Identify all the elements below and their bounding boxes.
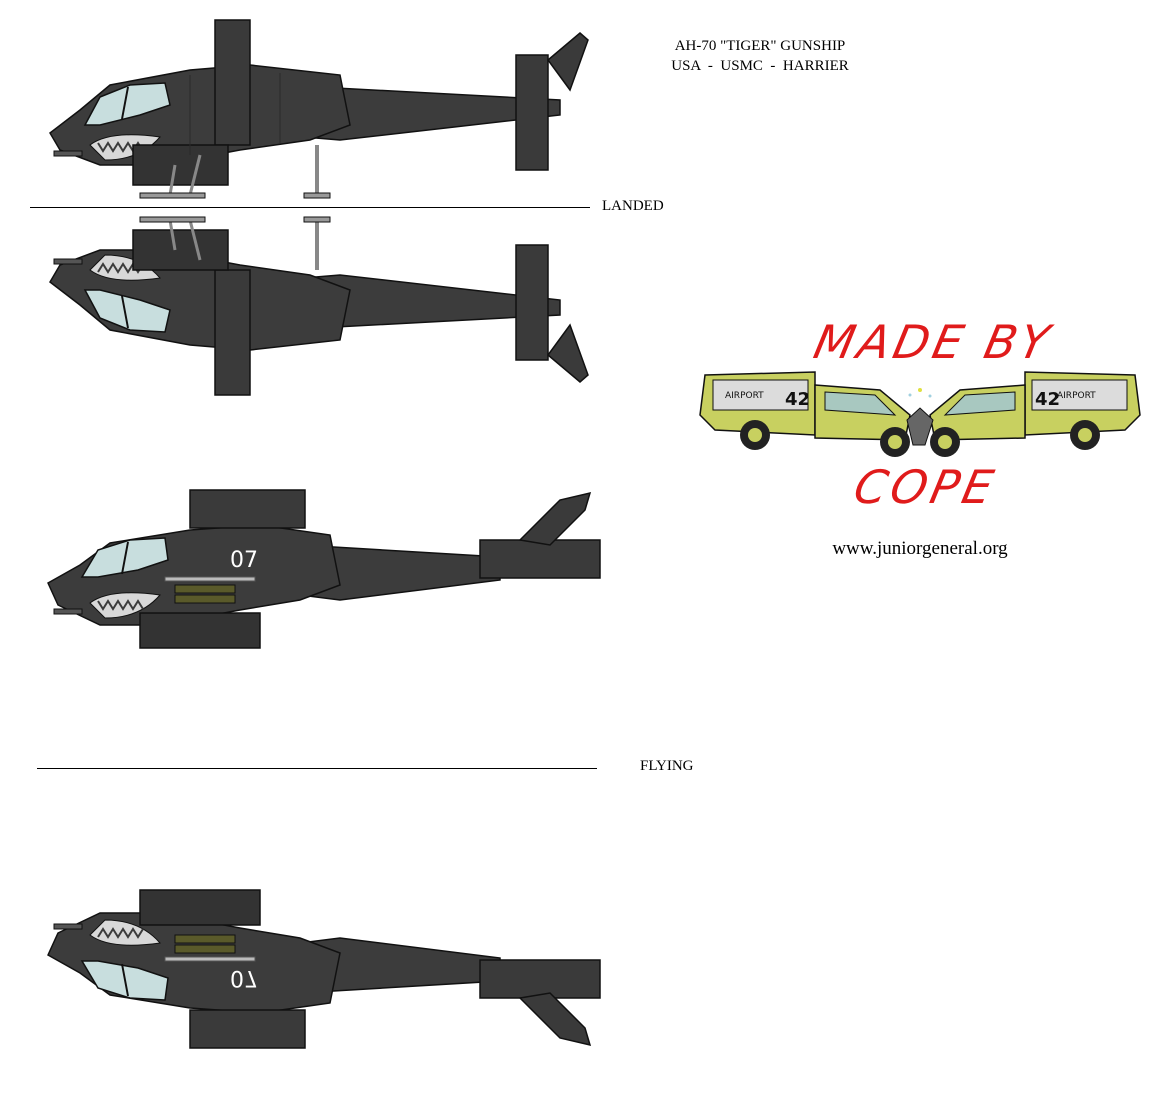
landed-label: LANDED	[602, 198, 664, 214]
crashed-trucks-illustration: AIRPORT 42 AIRPORT 42	[699, 371, 1141, 457]
tail-number: 07	[230, 965, 258, 990]
helicopter-body	[49, 216, 589, 396]
helicopter-body: 07	[47, 889, 601, 1049]
title-line-2: USA - USMC - HARRIER	[671, 58, 849, 74]
helicopter-body	[49, 19, 589, 199]
left-truck-label: AIRPORT	[725, 391, 764, 401]
title-line-1: AH-70 "TIGER" GUNSHIP	[674, 38, 846, 54]
credit-logo: MADE BY AIRPORT 42 AIRPORT 42 COPE	[695, 315, 1145, 515]
helicopter-landed-mirrored	[49, 216, 589, 396]
helicopter-landed-upright	[49, 19, 589, 199]
website-url[interactable]: www.juniorgeneral.org	[832, 538, 1008, 559]
author-text: COPE	[849, 460, 1002, 514]
helicopter-flying-upright: 07	[47, 489, 601, 649]
sheet-title: AH-70 "TIGER" GUNSHIP USA - USMC - HARRI…	[610, 36, 910, 76]
helicopter-body: 07	[47, 489, 601, 649]
flying-divider	[37, 768, 597, 769]
right-truck-label: AIRPORT	[1057, 391, 1096, 401]
helicopter-flying-mirrored: 07	[47, 889, 601, 1049]
tail-number: 07	[230, 548, 258, 573]
left-truck-number: 42	[785, 389, 810, 410]
landed-divider	[30, 207, 590, 208]
flying-label: FLYING	[640, 758, 694, 774]
right-truck-number: 42	[1035, 389, 1060, 410]
